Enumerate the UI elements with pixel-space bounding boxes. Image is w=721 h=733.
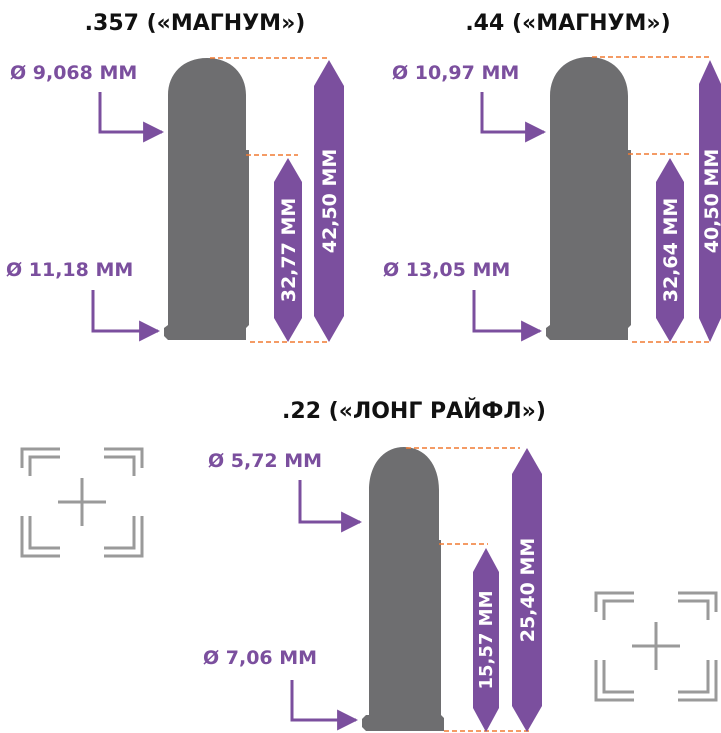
cartridge-title: .357 («МАГНУМ») xyxy=(85,11,306,36)
cartridge-44: .44 («МАГНУМ») Ø 10,97 ММ Ø 13,05 ММ 32,… xyxy=(383,11,721,343)
case-diameter-label: Ø 13,05 ММ xyxy=(383,259,510,281)
bullet-diameter-arrow xyxy=(480,92,547,143)
cartridge-357: .357 («МАГНУМ») Ø 9,068 ММ Ø 11,18 ММ 32… xyxy=(6,11,344,343)
total-length-arrow xyxy=(314,60,344,342)
cartridge-title: .44 («МАГНУМ») xyxy=(465,11,670,36)
case-length-label: 32,64 ММ xyxy=(660,198,682,303)
cartridge-silhouette xyxy=(362,447,444,731)
total-length-arrow xyxy=(699,60,721,342)
case-diameter-arrow xyxy=(472,290,543,342)
cartridge-silhouette xyxy=(546,57,631,340)
case-diameter-label: Ø 7,06 ММ xyxy=(203,647,317,669)
total-length-arrow xyxy=(512,448,542,732)
bullet-diameter-arrow xyxy=(298,480,363,533)
cartridge-22: .22 («ЛОНГ РАЙФЛ») Ø 5,72 ММ Ø 7,06 ММ 1… xyxy=(203,398,546,732)
total-length-label: 40,50 ММ xyxy=(701,149,721,254)
case-diameter-label: Ø 11,18 ММ xyxy=(6,259,133,281)
case-length-label: 32,77 ММ xyxy=(278,198,300,303)
crosshair-frame-icon xyxy=(594,591,718,702)
total-length-label: 25,40 ММ xyxy=(517,538,539,643)
cartridge-silhouette xyxy=(164,58,249,340)
case-length-arrow xyxy=(473,548,499,732)
total-length-label: 42,50 ММ xyxy=(319,149,341,254)
case-length-arrow xyxy=(274,158,302,342)
case-diameter-arrow xyxy=(290,680,359,731)
bullet-diameter-label: Ø 10,97 ММ xyxy=(392,62,519,84)
bullet-diameter-arrow xyxy=(98,92,165,143)
case-diameter-arrow xyxy=(91,290,161,342)
crosshair-frame-icon xyxy=(20,447,144,558)
bullet-diameter-label: Ø 5,72 ММ xyxy=(208,450,322,472)
bullet-diameter-label: Ø 9,068 ММ xyxy=(10,62,137,84)
case-length-label: 15,57 ММ xyxy=(476,590,497,689)
case-length-arrow xyxy=(656,158,684,342)
cartridge-title: .22 («ЛОНГ РАЙФЛ») xyxy=(282,398,546,424)
